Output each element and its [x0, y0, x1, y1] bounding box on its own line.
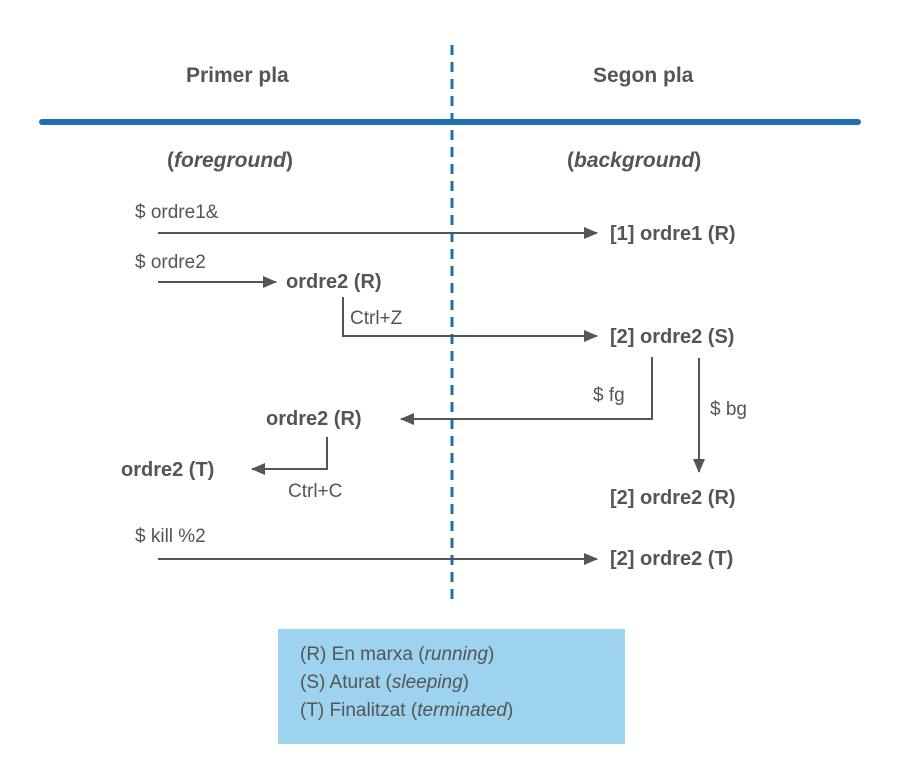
foreground-subtitle: (foreground) [167, 149, 293, 172]
background-subtitle: (background) [567, 149, 702, 172]
legend-running-close: ) [487, 644, 495, 665]
node-bg-ordre2-running: [2] ordre2 (R) [610, 487, 736, 509]
node-bg-ordre2-sleeping: [2] ordre2 (S) [610, 326, 735, 348]
legend-running-label: (R) En marxa ( [300, 644, 425, 665]
arrow-ctrl-z [342, 297, 598, 342]
legend-terminated-en: terminated [417, 700, 507, 721]
arrow-fg [400, 357, 653, 425]
command-bg: $ bg [710, 399, 747, 420]
legend-terminated-close: ) [506, 700, 514, 721]
background-subtitle-text: background [574, 149, 695, 172]
legend-item-terminated: (T) Finalitzat (terminated) [300, 697, 625, 725]
legend-sleeping-en: sleeping [391, 672, 463, 693]
node-fg-ordre2-running: ordre2 (R) [286, 271, 382, 293]
foreground-title: Primer pla [186, 64, 289, 87]
legend-terminated-label: (T) Finalitzat ( [300, 700, 418, 721]
command-kill: $ kill %2 [135, 526, 206, 547]
legend-box: (R) En marxa (running) (S) Aturat (sleep… [278, 629, 625, 744]
node-fg-ordre2-running-2: ordre2 (R) [266, 408, 362, 430]
legend-sleeping-label: (S) Aturat ( [300, 672, 392, 693]
command-ctrl-c: Ctrl+C [288, 481, 343, 502]
command-ordre1: $ ordre1& [135, 202, 219, 223]
node-bg-ordre1-running: [1] ordre1 (R) [610, 223, 736, 245]
command-ordre2: $ ordre2 [135, 252, 206, 273]
foreground-subtitle-text: foreground [174, 149, 286, 172]
command-fg: $ fg [593, 385, 625, 406]
legend-running-en: running [424, 644, 488, 665]
command-ctrl-z: Ctrl+Z [350, 308, 403, 329]
node-fg-ordre2-terminated: ordre2 (T) [121, 459, 215, 481]
legend-sleeping-close: ) [462, 672, 469, 693]
legend-item-running: (R) En marxa (running) [300, 641, 625, 669]
arrow-ctrl-c [251, 437, 328, 475]
background-title: Segon pla [593, 64, 694, 87]
node-bg-ordre2-terminated: [2] ordre2 (T) [610, 548, 734, 570]
legend-item-sleeping: (S) Aturat (sleeping) [300, 669, 625, 697]
